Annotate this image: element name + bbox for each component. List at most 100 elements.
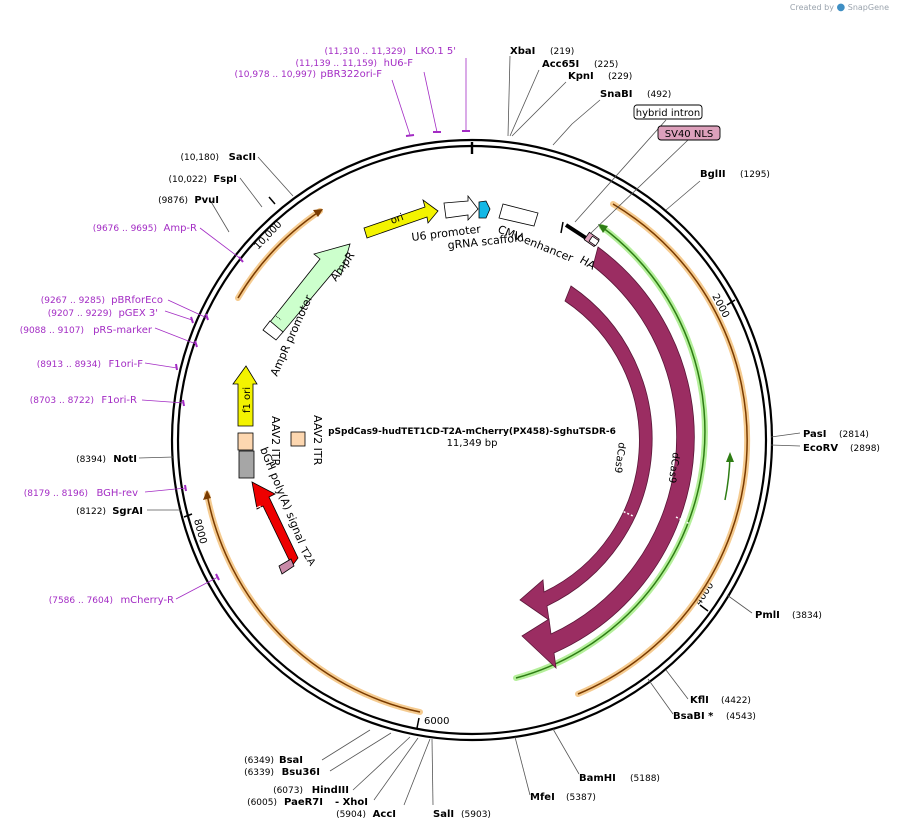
- primer-mcherryr: mCherry-R: [120, 595, 174, 606]
- primer-labels: LKO.1 5' (11,310 .. 11,329) hU6-F (11,13…: [20, 46, 456, 606]
- credit-brand: SnapGene: [847, 3, 889, 12]
- primer-lko1: LKO.1 5': [415, 46, 456, 57]
- site-mfei: MfeI: [530, 792, 555, 803]
- primer-leader-lines: [141, 58, 467, 600]
- snapgene-logo-icon: ●: [836, 2, 846, 13]
- label-dcas9-outer: dCas9: [666, 452, 681, 484]
- site-labels: XbaI (219) Acc65I (225) KpnI (229) SnaBI…: [76, 46, 880, 820]
- aav2-itr-right-feature: [290, 431, 306, 447]
- primer-f1orif-pos: (8913 .. 8934): [37, 360, 101, 370]
- label-aav2-itr-left: AAV2 ITR: [269, 416, 282, 467]
- primer-ampr-pos: (9676 .. 9695): [93, 224, 157, 234]
- site-sali-pos: (5903): [461, 810, 491, 820]
- site-noti: NotI: [113, 454, 137, 465]
- site-sgrai: SgrAI: [112, 506, 143, 517]
- primer-pgex3: pGEX 3': [118, 308, 158, 319]
- site-bsai-pos: (6349): [244, 756, 274, 766]
- site-pvui: PvuI: [194, 195, 219, 206]
- site-xhoi: - XhoI: [335, 797, 368, 808]
- site-paer7i: PaeR7I: [284, 797, 323, 808]
- site-bsabi-pos: (4543): [726, 712, 756, 722]
- site-bglii: BglII: [700, 169, 726, 180]
- site-fspi: FspI: [213, 174, 237, 185]
- primer-pbr322ori: pBR322ori-F: [320, 69, 382, 80]
- f1-ori-feature: [232, 365, 258, 427]
- primer-bghrev-pos: (8179 .. 8196): [24, 489, 88, 499]
- site-bsabi: BsaBI *: [673, 711, 714, 722]
- primer-pbrforeco-pos: (9267 .. 9285): [41, 296, 105, 306]
- site-fspi-pos: (10,022): [168, 175, 207, 185]
- hybrid-intron-label: hybrid intron: [636, 108, 700, 119]
- site-paer7i-pos: (6005): [247, 798, 277, 808]
- primer-lko1-pos: (11,310 .. 11,329): [325, 47, 406, 57]
- primer-prsmarker: pRS-marker: [93, 325, 153, 336]
- grna-scaffold-feature: [478, 200, 491, 219]
- ha-feature: [560, 221, 600, 248]
- site-kpni: KpnI: [568, 71, 594, 82]
- hybrid-intron-box: hybrid intron: [633, 104, 703, 120]
- site-leader-lines: [138, 55, 801, 806]
- u6-promoter-feature: [443, 194, 479, 222]
- plasmid-name: pSpdCas9-hudTET1CD-T2A-mCherry(PX458)-Sg…: [328, 427, 616, 437]
- boxed-leader-lines: [574, 119, 689, 234]
- bgh-polya-feature: [238, 450, 255, 479]
- mcherry-feature: [251, 481, 299, 567]
- label-t2a: T2A: [297, 545, 317, 568]
- site-pmli-pos: (3834): [792, 611, 822, 621]
- site-kfli: KflI: [690, 695, 709, 706]
- site-bsu36i-pos: (6339): [244, 768, 274, 778]
- site-hindiii: HindIII: [312, 785, 349, 796]
- site-acc65i-pos: (225): [594, 60, 618, 70]
- ori-feature: [363, 198, 439, 239]
- primer-pgex3-pos: (9207 .. 9229): [48, 309, 112, 319]
- primer-prsmarker-pos: (9088 .. 9107): [20, 326, 84, 336]
- site-sacii-pos: (10,180): [180, 153, 219, 163]
- site-noti-pos: (8394): [76, 455, 106, 465]
- tick-6000: 6000: [424, 716, 449, 727]
- sv40-nls-box: SV40 NLS: [657, 125, 721, 141]
- site-hindiii-pos: (6073): [273, 786, 303, 796]
- plasmid-size: 11,349 bp: [447, 438, 498, 449]
- cmv-enhancer-feature: [498, 203, 539, 227]
- primer-ampr: Amp-R: [164, 223, 198, 234]
- sv40-nls-label: SV40 NLS: [665, 129, 714, 140]
- label-aav2-itr-right: AAV2 ITR: [311, 415, 324, 466]
- site-sgrai-pos: (8122): [76, 507, 106, 517]
- green-arcs: [513, 224, 734, 681]
- site-acc65i: Acc65I: [542, 59, 579, 70]
- primer-f1orir-pos: (8703 .. 8722): [30, 396, 94, 406]
- site-bsai: BsaI: [279, 755, 303, 766]
- site-acci: AccI: [373, 809, 396, 820]
- orange-arcs: [203, 201, 751, 715]
- site-xbai-pos: (219): [550, 47, 574, 57]
- site-ecorv-pos: (2898): [850, 444, 880, 454]
- site-mfei-pos: (5387): [566, 793, 596, 803]
- site-ecorv: EcoRV: [803, 443, 838, 454]
- site-kpni-pos: (229): [608, 72, 632, 82]
- aav2-itr-left-feature: [237, 432, 254, 451]
- cas9-feature-outer: [521, 246, 695, 670]
- site-bamhi: BamHI: [579, 773, 616, 784]
- primer-mcherryr-pos: (7586 .. 7604): [49, 596, 113, 606]
- ampr-feature: [269, 243, 351, 333]
- site-snabi-pos: (492): [647, 90, 671, 100]
- site-bglii-pos: (1295): [740, 170, 770, 180]
- primer-marks: [175, 130, 470, 581]
- snapgene-credit: Created by ● SnapGene: [790, 2, 889, 13]
- site-bamhi-pos: (5188): [630, 774, 660, 784]
- cas9-feature-inner: [519, 285, 653, 621]
- site-kfli-pos: (4422): [721, 696, 751, 706]
- label-f1-ori: f1 ori: [242, 387, 253, 413]
- label-ha: HA: [578, 253, 599, 272]
- label-dcas9-inner: dCas9: [612, 442, 627, 474]
- site-pvui-pos: (9876): [158, 196, 188, 206]
- primer-hu6f-pos: (11,139 .. 11,159): [296, 59, 377, 69]
- site-pasi-pos: (2814): [839, 430, 869, 440]
- site-pasi: PasI: [803, 429, 826, 440]
- site-sali: SalI: [433, 809, 454, 820]
- t2a-feature: [278, 558, 295, 575]
- credit-prefix: Created by: [789, 3, 834, 12]
- ampr-promoter-feature: [262, 320, 284, 341]
